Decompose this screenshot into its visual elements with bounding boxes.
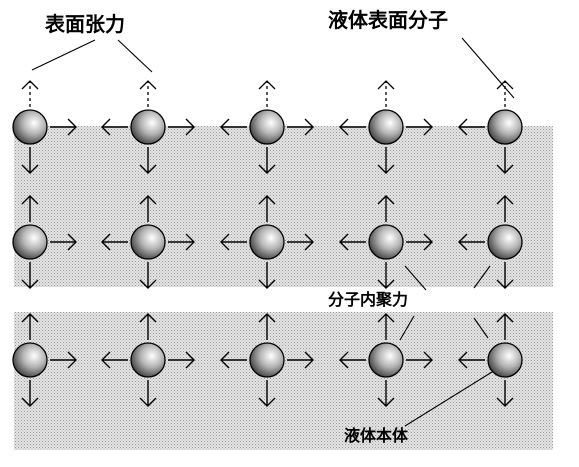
molecule: [130, 109, 166, 145]
cohesion-label: 分子内聚力: [328, 290, 409, 309]
molecule: [487, 342, 523, 378]
molecule: [130, 224, 166, 260]
arrow-left: [101, 233, 128, 251]
arrow-down: [21, 380, 39, 407]
arrow-left: [220, 118, 247, 136]
arrow-down: [139, 380, 157, 407]
arrow-right: [50, 351, 77, 369]
molecule: [368, 109, 404, 145]
arrow-up: [258, 195, 276, 222]
arrow-left: [339, 351, 366, 369]
arrow-left: [458, 351, 485, 369]
surface-tension-leader-right: [117, 39, 153, 73]
molecule: [249, 342, 285, 378]
arrow-up: [496, 313, 514, 340]
leader-lines: [31, 37, 515, 427]
arrow-up: [258, 313, 276, 340]
surface-tension-arrows: [21, 80, 514, 107]
cohesion-leader-2: [473, 265, 491, 289]
arrow-up: [21, 313, 39, 340]
arrow-left: [220, 351, 247, 369]
molecule: [368, 342, 404, 378]
surface-arrow-up: [139, 80, 157, 107]
arrow-right: [50, 118, 77, 136]
arrow-up: [377, 195, 395, 222]
arrow-up: [139, 313, 157, 340]
surface-tension-leader-left: [31, 39, 96, 71]
liquid-bulk-label: 液体本体: [344, 426, 409, 445]
arrow-up: [139, 195, 157, 222]
surface-arrow-up: [21, 80, 39, 107]
arrow-up: [377, 313, 395, 340]
arrow-down: [377, 380, 395, 407]
arrow-down: [377, 262, 395, 289]
cohesion-leader-1: [404, 265, 427, 291]
arrow-right: [168, 351, 195, 369]
arrow-right: [287, 233, 314, 251]
arrow-down: [258, 147, 276, 174]
arrow-left: [339, 118, 366, 136]
molecule: [249, 224, 285, 260]
arrow-down: [21, 147, 39, 174]
molecule: [130, 342, 166, 378]
arrow-left: [220, 233, 247, 251]
arrow-down: [139, 147, 157, 174]
cohesion-leader-4: [473, 317, 489, 339]
arrow-down: [496, 380, 514, 407]
arrow-down: [258, 380, 276, 407]
liquid-bulk-leader: [404, 371, 493, 427]
arrow-down: [258, 262, 276, 289]
arrow-left: [339, 233, 366, 251]
arrow-right: [406, 351, 433, 369]
molecule: [12, 109, 48, 145]
surface-molecule-label: 液体表面分子: [328, 8, 448, 32]
arrow-up: [21, 195, 39, 222]
molecule: [12, 342, 48, 378]
arrow-right: [406, 118, 433, 136]
arrow-down: [377, 147, 395, 174]
force-arrows: [21, 118, 514, 407]
surface-molecule-leader: [461, 37, 515, 99]
arrow-up: [496, 195, 514, 222]
surface-tension-label: 表面张力: [45, 12, 125, 36]
surface-arrow-up: [258, 80, 276, 107]
molecule: [368, 224, 404, 260]
arrow-down: [496, 262, 514, 289]
molecules: [12, 109, 523, 378]
surface-arrow-up: [377, 80, 395, 107]
arrow-right: [50, 233, 77, 251]
cohesion-leader-3: [399, 315, 415, 341]
arrow-right: [168, 118, 195, 136]
arrow-right: [287, 118, 314, 136]
arrow-left: [101, 351, 128, 369]
molecule: [487, 109, 523, 145]
liquid-region: [14, 126, 553, 450]
arrow-right: [168, 233, 195, 251]
arrow-left: [458, 233, 485, 251]
molecule: [12, 224, 48, 260]
molecule: [249, 109, 285, 145]
arrow-right: [406, 233, 433, 251]
molecule: [487, 224, 523, 260]
arrow-down: [139, 262, 157, 289]
arrow-left: [101, 118, 128, 136]
arrow-down: [496, 147, 514, 174]
surface-arrow-up: [496, 80, 514, 107]
arrow-down: [21, 262, 39, 289]
arrow-right: [287, 351, 314, 369]
arrow-left: [458, 118, 485, 136]
